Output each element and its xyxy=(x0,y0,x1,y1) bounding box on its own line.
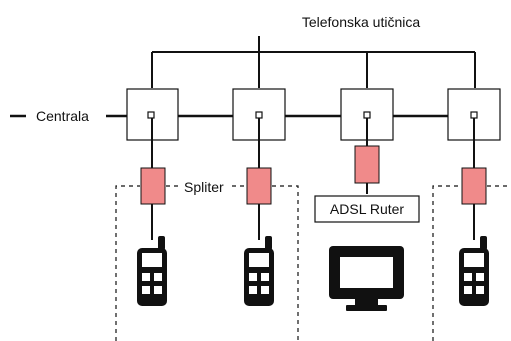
splitter xyxy=(246,167,272,205)
premises-boundary xyxy=(115,185,511,341)
socket-label: Telefonska utičnica xyxy=(302,14,421,30)
phone-icon xyxy=(137,236,167,306)
phone-icon xyxy=(459,236,489,306)
socket-wiring xyxy=(151,36,476,88)
splitter xyxy=(461,167,487,205)
monitor-icon xyxy=(329,246,404,311)
splitter xyxy=(140,167,166,205)
splitter-label: Spliter xyxy=(184,179,224,195)
splitter xyxy=(354,145,380,184)
exchange-label: Centrala xyxy=(36,108,89,124)
phone-icon xyxy=(244,236,274,306)
router-label: ADSL Ruter xyxy=(330,201,405,217)
router-box xyxy=(314,195,420,223)
